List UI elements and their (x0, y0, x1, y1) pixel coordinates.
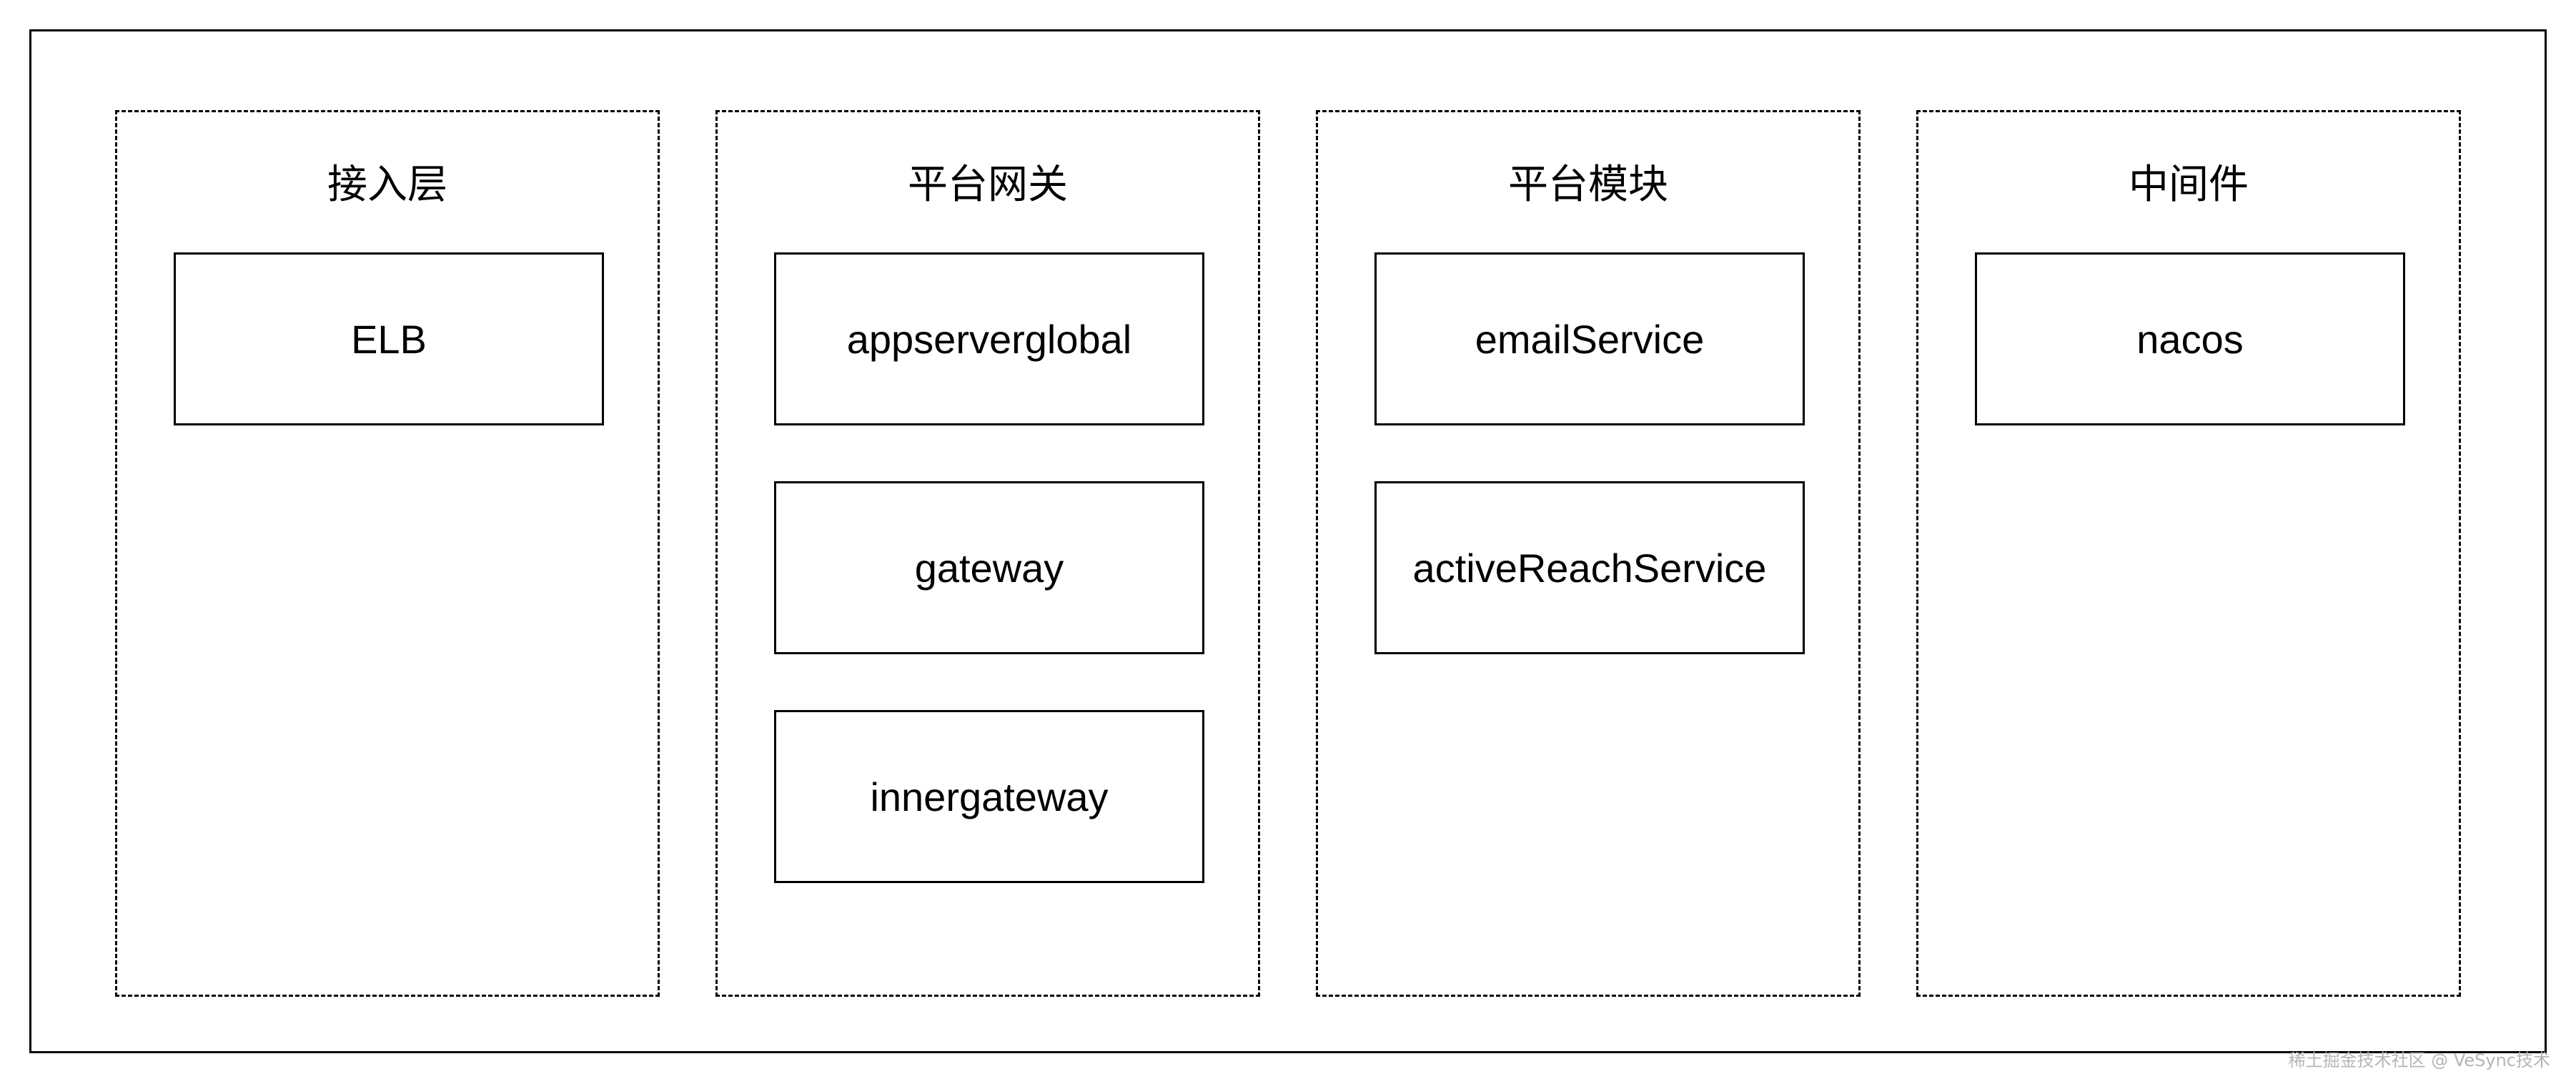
layer-platform-gateway: 平台网关 appserverglobal gateway innergatewa… (715, 110, 1260, 997)
component-innergateway: innergateway (774, 710, 1204, 883)
architecture-frame (29, 29, 2547, 1053)
layer-title: 接入层 (327, 162, 447, 208)
layer-platform-modules: 平台模块 emailService activeReachService (1316, 110, 1861, 997)
component-gateway: gateway (774, 481, 1204, 654)
component-appserverglobal: appserverglobal (774, 252, 1204, 425)
watermark-text: 稀土掘金技术社区 @ VeSync技术 (2288, 1050, 2550, 1070)
component-elb: ELB (174, 252, 604, 425)
component-nacos: nacos (1975, 252, 2405, 425)
layer-access: 接入层 ELB (115, 110, 660, 997)
layer-title: 平台网关 (908, 162, 1068, 208)
layer-middleware: 中间件 nacos (1916, 110, 2461, 997)
component-email-service: emailService (1374, 252, 1805, 425)
layer-title: 平台模块 (1508, 162, 1668, 208)
component-active-reach-service: activeReachService (1374, 481, 1805, 654)
layer-title: 中间件 (2129, 162, 2249, 208)
